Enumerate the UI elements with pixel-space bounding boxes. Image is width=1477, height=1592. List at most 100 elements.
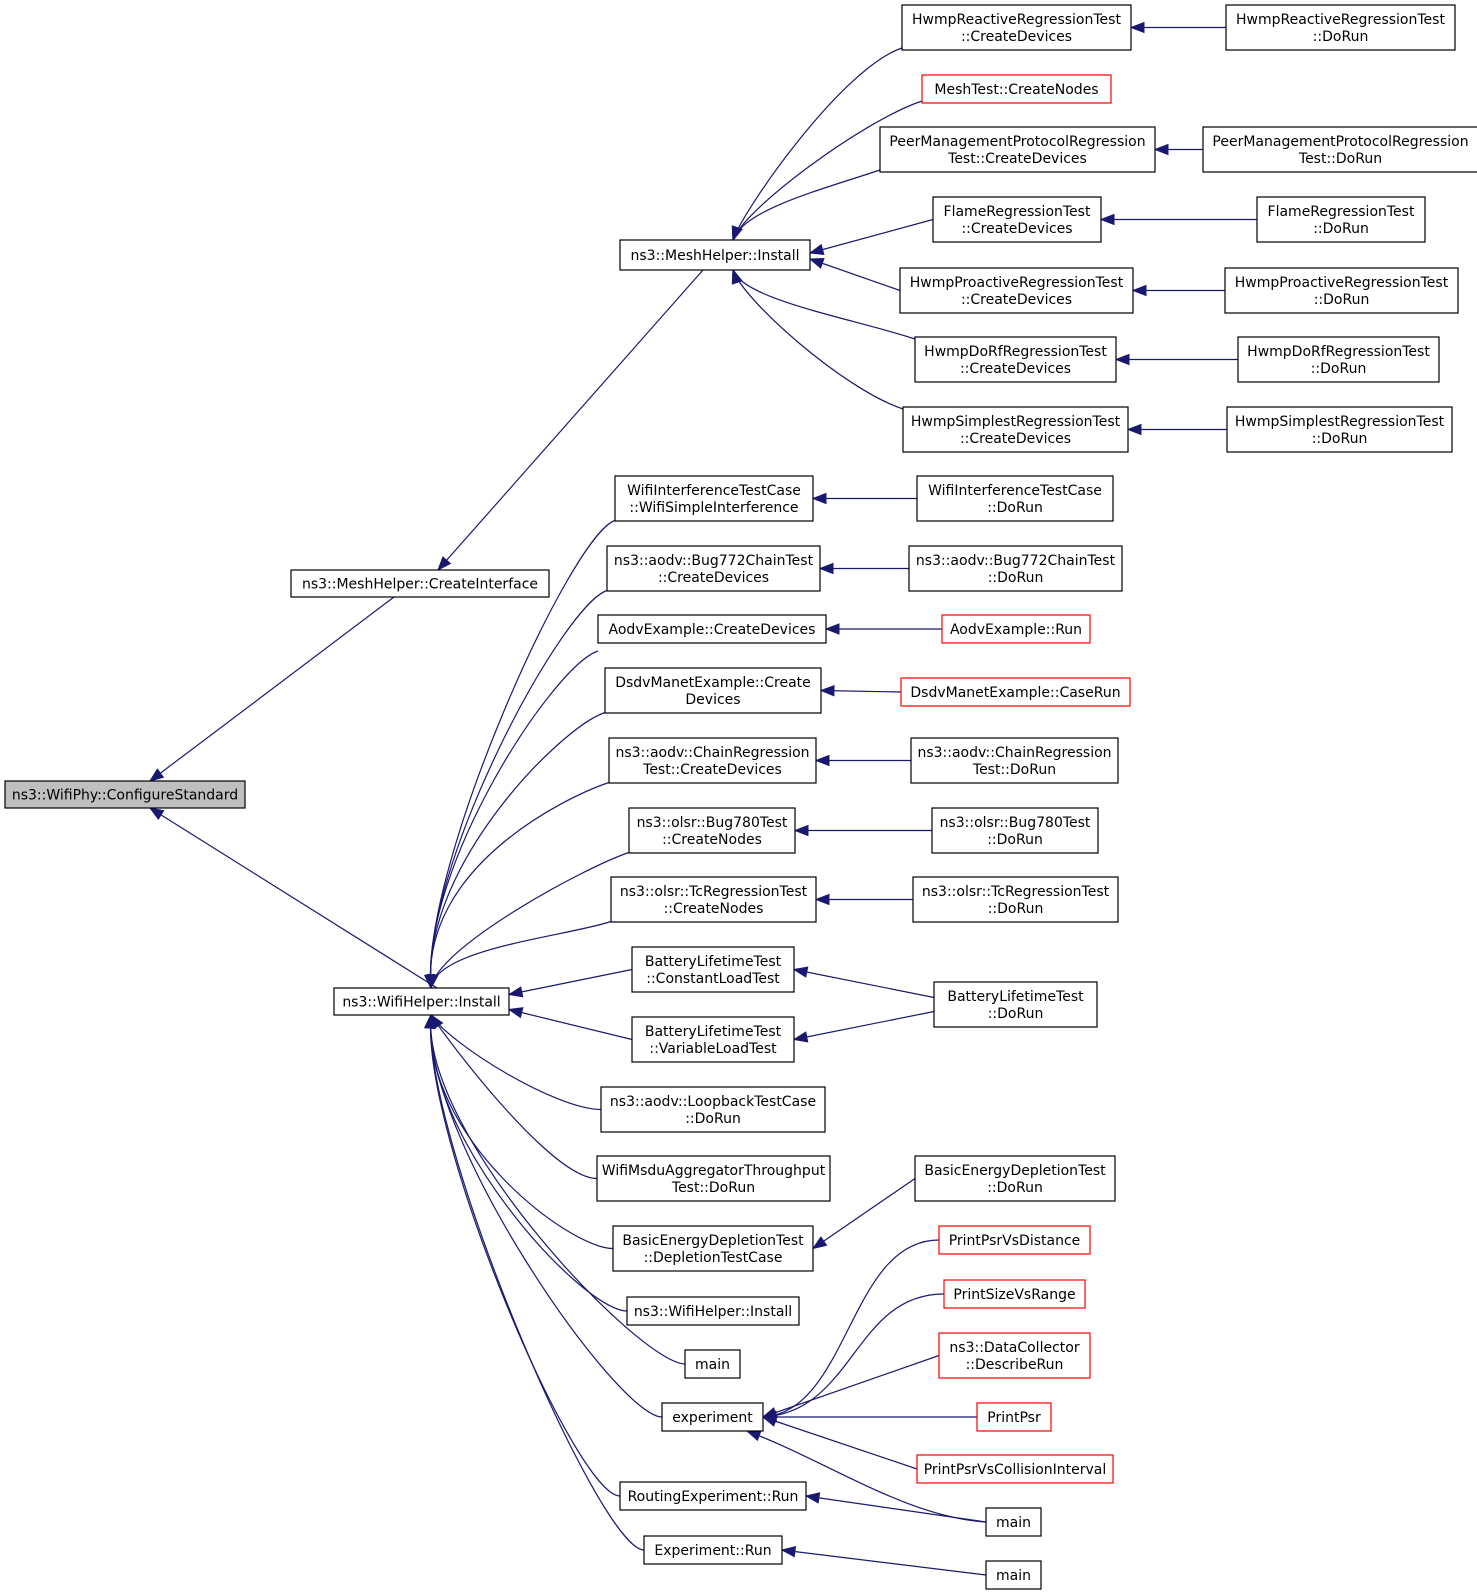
node-box	[933, 981, 1098, 1028]
node-olsr-tc-create[interactable]: ns3::olsr::TcRegressionTest::CreateNodes	[610, 876, 817, 923]
node-experiment[interactable]: experiment	[661, 1402, 764, 1432]
node-box	[597, 614, 827, 644]
edge-experiment-to-wifi-install	[430, 1014, 663, 1418]
node-print-size-vs-range[interactable]: PrintSizeVsRange	[943, 1279, 1086, 1309]
node-energy-depletion-case[interactable]: BasicEnergyDepletionTest::DepletionTestC…	[612, 1225, 814, 1272]
node-hwmp-proactive-run[interactable]: HwmpProactiveRegressionTest::DoRun	[1224, 267, 1459, 314]
node-hwmp-simplest-create[interactable]: HwmpSimplestRegressionTest::CreateDevice…	[902, 406, 1129, 453]
arrowhead	[792, 1031, 809, 1043]
node-aodv-bug772-run[interactable]: ns3::aodv::Bug772ChainTest::DoRun	[908, 545, 1123, 592]
node-box	[606, 545, 821, 592]
edge-print-psr-vs-collision-to-experiment	[762, 1416, 918, 1470]
node-energy-depletion-run[interactable]: BasicEnergyDepletionTest::DoRun	[914, 1155, 1116, 1202]
node-hwmp-dorf-create[interactable]: HwmpDoRfRegressionTest::CreateDevices	[914, 336, 1117, 383]
nodes: ns3::WifiPhy::ConfigureStandard ns3::Mesh…	[4, 4, 1477, 1590]
node-main-1[interactable]: main	[684, 1349, 741, 1379]
node-label: ::CreateDevices	[960, 361, 1071, 377]
edge-hwmp-dorf-create-to-mesh-install	[732, 269, 916, 340]
node-label: Devices	[685, 692, 740, 708]
node-box	[910, 737, 1119, 784]
node-aodv-example-run[interactable]: AodvExample::Run	[941, 614, 1091, 644]
node-aodv-bug772-create[interactable]: ns3::aodv::Bug772ChainTest::CreateDevice…	[606, 545, 821, 592]
node-main-3[interactable]: main	[985, 1560, 1042, 1590]
node-label: ::DoRun	[1314, 292, 1370, 308]
arrowhead	[819, 685, 835, 697]
node-dsdv-create[interactable]: DsdvManetExample::CreateDevices	[604, 667, 822, 714]
node-label: ::DepletionTestCase	[644, 1250, 783, 1266]
node-olsr-tc-run[interactable]: ns3::olsr::TcRegressionTest::DoRun	[912, 876, 1119, 923]
arrowhead	[1153, 143, 1169, 156]
node-box	[290, 569, 550, 598]
node-olsr-bug780-run[interactable]: ns3::olsr::Bug780Test::DoRun	[931, 807, 1099, 854]
edge-mesh-create-interface-to-configure-standard	[149, 596, 395, 782]
node-wifi-install-2[interactable]: ns3::WifiHelper::Install	[626, 1296, 800, 1326]
node-experiment-run[interactable]: Experiment::Run	[643, 1535, 783, 1565]
node-label: ns3::MeshHelper::CreateInterface	[302, 577, 538, 593]
node-label: ::CreateDevices	[961, 221, 1072, 237]
node-print-psr[interactable]: PrintPsr	[976, 1402, 1052, 1432]
node-label: Test::CreateDevices	[947, 151, 1087, 167]
node-box	[626, 1296, 800, 1326]
node-label: main	[996, 1515, 1031, 1531]
edge-msdu-aggregator-run-to-wifi-install	[430, 1014, 598, 1180]
node-battery-run[interactable]: BatteryLifetimeTest::DoRun	[933, 981, 1098, 1028]
arrowhead	[804, 1492, 821, 1504]
node-label: HwmpReactiveRegressionTest	[1236, 12, 1445, 28]
edge-aodv-example-create-to-wifi-install	[429, 650, 599, 989]
node-wifi-install[interactable]: ns3::WifiHelper::Install	[333, 987, 510, 1016]
node-data-collector-describe[interactable]: ns3::DataCollector::DescribeRun	[938, 1332, 1091, 1379]
node-configure-standard[interactable]: ns3::WifiPhy::ConfigureStandard	[4, 780, 246, 809]
node-label: Test::DoRun	[671, 1180, 755, 1196]
node-aodv-chain-create[interactable]: ns3::aodv::ChainRegressionTest::CreateDe…	[608, 737, 817, 784]
node-box	[1237, 336, 1440, 383]
node-peer-mgmt-create[interactable]: PeerManagementProtocolRegressionTest::Cr…	[879, 126, 1156, 173]
edge-peer-mgmt-create-to-mesh-install	[732, 169, 881, 241]
node-label: RoutingExperiment::Run	[628, 1489, 799, 1505]
node-label: BasicEnergyDepletionTest	[924, 1163, 1106, 1179]
node-hwmp-dorf-run[interactable]: HwmpDoRfRegressionTest::DoRun	[1237, 336, 1440, 383]
edges	[148, 21, 1257, 1576]
node-battery-constant[interactable]: BatteryLifetimeTest::ConstantLoadTest	[631, 946, 795, 993]
arrowhead	[507, 986, 524, 998]
node-olsr-bug780-create[interactable]: ns3::olsr::Bug780Test::CreateNodes	[628, 807, 796, 854]
edge-aodv-loopback-run-to-wifi-install	[430, 1014, 602, 1111]
node-peer-mgmt-run[interactable]: PeerManagementProtocolRegressionTest::Do…	[1202, 126, 1477, 173]
node-flame-create[interactable]: FlameRegressionTest::CreateDevices	[932, 196, 1102, 243]
node-label: Test::DoRun	[972, 762, 1056, 778]
node-box	[619, 1481, 807, 1511]
node-label: ::VariableLoadTest	[649, 1041, 777, 1057]
node-mesh-test-create-nodes[interactable]: MeshTest::CreateNodes	[921, 74, 1112, 104]
node-hwmp-reactive-run[interactable]: HwmpReactiveRegressionTest::DoRun	[1225, 4, 1456, 51]
node-mesh-install[interactable]: ns3::MeshHelper::Install	[619, 239, 811, 271]
node-hwmp-simplest-run[interactable]: HwmpSimplestRegressionTest::DoRun	[1226, 406, 1453, 453]
node-hwmp-reactive-create[interactable]: HwmpReactiveRegressionTest::CreateDevice…	[901, 4, 1132, 51]
node-routing-experiment-run[interactable]: RoutingExperiment::Run	[619, 1481, 807, 1511]
node-box	[931, 807, 1099, 854]
node-print-psr-vs-distance[interactable]: PrintPsrVsDistance	[938, 1225, 1091, 1255]
node-dsdv-caserun[interactable]: DsdvManetExample::CaseRun	[900, 677, 1131, 707]
node-print-psr-vs-collision[interactable]: PrintPsrVsCollisionInterval	[916, 1454, 1114, 1484]
node-wifi-interference-run[interactable]: WifiInterferenceTestCase::DoRun	[916, 475, 1114, 522]
arrowhead	[507, 1007, 524, 1019]
node-flame-run[interactable]: FlameRegressionTest::DoRun	[1256, 196, 1426, 243]
node-box	[902, 406, 1129, 453]
node-aodv-example-create[interactable]: AodvExample::CreateDevices	[597, 614, 827, 644]
node-aodv-loopback-run[interactable]: ns3::aodv::LoopbackTestCase::DoRun	[600, 1086, 826, 1133]
node-hwmp-proactive-create[interactable]: HwmpProactiveRegressionTest::CreateDevic…	[899, 267, 1134, 314]
node-box	[1226, 406, 1453, 453]
node-label: HwmpSimplestRegressionTest	[1235, 414, 1445, 430]
node-wifi-interference-simple[interactable]: WifiInterferenceTestCase::WifiSimpleInte…	[614, 475, 814, 522]
node-main-2[interactable]: main	[985, 1507, 1042, 1537]
node-label: FlameRegressionTest	[1268, 204, 1415, 220]
node-box	[901, 4, 1132, 51]
node-mesh-create-interface[interactable]: ns3::MeshHelper::CreateInterface	[290, 569, 550, 598]
arrowhead	[808, 243, 825, 255]
node-box	[631, 946, 795, 993]
node-label: DsdvManetExample::CaseRun	[910, 685, 1120, 701]
node-battery-variable[interactable]: BatteryLifetimeTest::VariableLoadTest	[631, 1016, 795, 1063]
arrowhead	[811, 1236, 828, 1250]
edge-aodv-chain-create-to-wifi-install	[430, 781, 610, 989]
